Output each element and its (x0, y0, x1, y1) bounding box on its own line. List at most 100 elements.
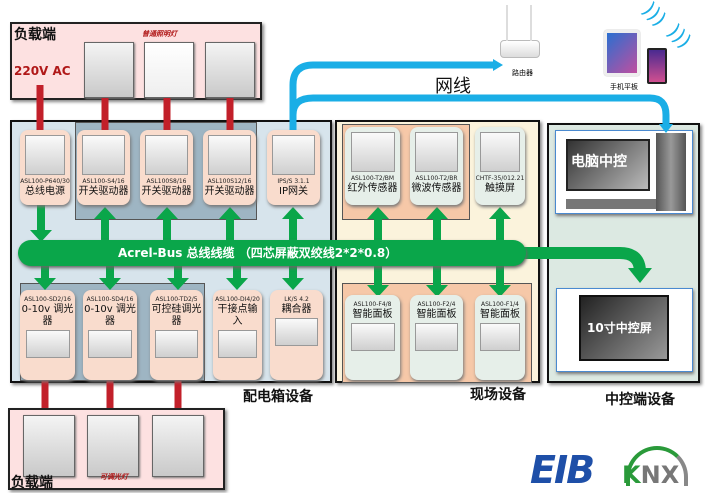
network-label: 网线 (435, 76, 471, 97)
device-image (145, 135, 188, 175)
bus-arrow (289, 264, 297, 280)
device-code: ASL100S12/16 (207, 178, 252, 185)
bus-arrowhead (282, 278, 304, 290)
device-name: 智能面板 (416, 309, 457, 320)
control-caption: 中控端设备 (605, 392, 675, 408)
device-code: ASL100-F2/4 (417, 301, 456, 308)
bus-arrowhead (156, 207, 178, 219)
device-name: 0-10v 调光器 (84, 304, 136, 327)
pc-control[interactable]: 电脑中控 (555, 130, 693, 214)
bus-arrow (174, 264, 182, 280)
device-name: 开关驱动器 (78, 186, 129, 197)
bottom-load-title: 负载端 (11, 475, 53, 491)
device-code: ASL100-F1/4 (481, 301, 519, 308)
pc-label: 电脑中控 (571, 154, 627, 170)
device-image (155, 330, 198, 358)
device-image (25, 330, 70, 358)
mobile-label: 手机平板 (610, 83, 638, 91)
table-lamp-image (152, 415, 204, 477)
touch-panel-10-inch[interactable]: 10寸中控屏 (556, 288, 693, 372)
bus-arrow (106, 264, 114, 280)
device-image (480, 132, 520, 172)
device-image (350, 132, 395, 172)
device-code: ASL100-SD4/16 (86, 296, 134, 303)
device-name: 智能面板 (480, 309, 520, 320)
bus-cable: Acrel-Bus 总线线缆 （四芯屏蔽双绞线2*2*0.8） (18, 240, 526, 266)
power-lines (36, 85, 234, 413)
device-image (25, 135, 65, 175)
device-code: CHTF-35/012.21 (475, 175, 525, 182)
knx-logo: KNX (618, 446, 696, 490)
device-image (480, 323, 520, 351)
bus-arrowhead (367, 207, 389, 219)
bus-arrowhead (426, 207, 448, 219)
device-code: LK/S 4.2 (284, 296, 309, 303)
downlight-image (205, 42, 255, 98)
device-code: ASL100-T2/BM (350, 175, 395, 182)
device-code: IPS/S 3.1.1 (277, 178, 310, 185)
bus-arrow (233, 264, 241, 280)
bus-arrow (41, 264, 49, 280)
device-name: 0-10v 调光器 (21, 304, 74, 327)
bus-arrow (433, 264, 441, 287)
top-load-title: 负载端 (14, 27, 56, 43)
device-name: 开关驱动器 (141, 186, 192, 197)
router-icon (500, 40, 540, 58)
device-image (415, 132, 458, 172)
field-caption: 现场设备 (470, 387, 526, 403)
screen-label: 10寸中控屏 (587, 321, 652, 335)
cfl-bulb-image (87, 415, 139, 477)
bus-arrow (163, 217, 171, 242)
bus-arrowhead (489, 285, 511, 297)
bus-arrowhead (489, 207, 511, 219)
device-name: 干接点输入 (217, 304, 258, 327)
device-image (208, 135, 251, 175)
router-label: 路由器 (512, 69, 533, 77)
bus-arrowhead (94, 207, 116, 219)
device-image (275, 318, 318, 346)
bottom-load-caption: 可调光灯 (100, 473, 128, 481)
device-code: ASL100-TD2/5 (155, 296, 198, 303)
bus-arrowhead (219, 207, 241, 219)
device-name: 开关驱动器 (204, 186, 255, 197)
device-code: ASL100S8/16 (146, 178, 187, 185)
device-image (272, 135, 315, 175)
highbay-lamp-image (84, 42, 134, 98)
bus-arrow (226, 217, 234, 242)
device-code: ASL100-SD2/16 (24, 296, 71, 303)
bus-arrowhead (99, 278, 121, 290)
bus-arrowhead (167, 278, 189, 290)
bus-arrow (374, 264, 382, 287)
bus-arrow (496, 264, 504, 287)
bus-arrow (496, 217, 504, 242)
device-image (88, 330, 132, 358)
bus-arrowhead (282, 207, 304, 219)
device-name: 触摸屏 (485, 183, 515, 194)
device-code: ASL100-DI4/20 (215, 296, 260, 303)
device-image (415, 323, 458, 351)
device-name: 耦合器 (281, 304, 312, 315)
bus-arrow (289, 217, 297, 242)
device-name: 总线电源 (25, 186, 65, 197)
top-load-caption: 普通照明灯 (142, 30, 177, 38)
device-image (82, 135, 125, 175)
device-image (217, 330, 258, 358)
tablet-icon (604, 30, 640, 76)
bus-arrowhead (226, 278, 248, 290)
